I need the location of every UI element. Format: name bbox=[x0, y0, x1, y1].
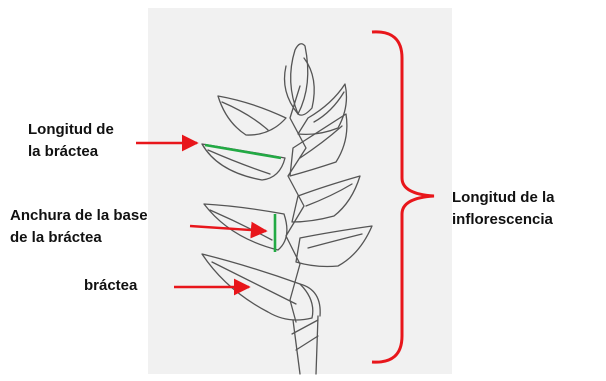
bract-length-label-line2: la bráctea bbox=[28, 141, 114, 163]
bract-length-label: Longitud de la bráctea bbox=[28, 119, 114, 163]
bract-base-width-label-line1: Anchura de la base bbox=[10, 205, 148, 227]
inflorescence-length-label: Longitud de la inflorescencia bbox=[452, 187, 555, 231]
paper-sheet bbox=[148, 8, 452, 374]
bract-label: bráctea bbox=[84, 275, 137, 297]
inflorescence-length-label-line2: inflorescencia bbox=[452, 209, 555, 231]
bract-base-width-label-line2: de la bráctea bbox=[10, 227, 148, 249]
bract-label-line1: bráctea bbox=[84, 275, 137, 297]
bract-length-label-line1: Longitud de bbox=[28, 119, 114, 141]
bract-base-width-label: Anchura de la base de la bráctea bbox=[10, 205, 148, 249]
inflorescence-length-label-line1: Longitud de la bbox=[452, 187, 555, 209]
